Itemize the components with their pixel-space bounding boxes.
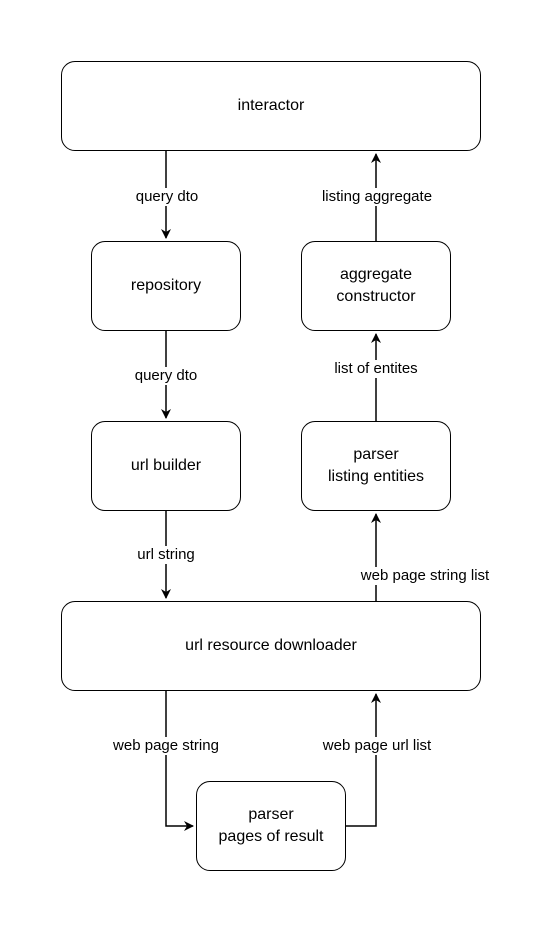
edge-label-downloader-to-parser-listing: web page string list <box>357 567 493 585</box>
node-parser-pages-of-result[interactable]: parser pages of result <box>196 781 346 871</box>
edge-downloader-to-parser-pages <box>165 691 194 831</box>
node-aggregate-constructor-label: aggregate constructor <box>336 266 416 305</box>
edge-label-interactor-to-repository: query dto <box>132 188 202 206</box>
node-parser-listing-entities-label: parser listing entities <box>327 446 425 485</box>
edge-label-parser-listing-to-aggregate: list of entites <box>331 360 421 378</box>
node-url-builder-label: url builder <box>130 457 202 474</box>
edge-label-downloader-to-parser-pages: web page string <box>110 737 222 755</box>
node-aggregate-constructor[interactable]: aggregate constructor <box>301 241 451 331</box>
node-parser-listing-entities[interactable]: parser listing entities <box>301 421 451 511</box>
node-parser-pages-of-result-label: parser pages of result <box>218 806 324 845</box>
edge-label-url-builder-to-downloader: url string <box>134 546 198 564</box>
node-url-builder[interactable]: url builder <box>91 421 241 511</box>
node-interactor-label: interactor <box>237 97 305 114</box>
node-repository[interactable]: repository <box>91 241 241 331</box>
edge-label-aggregate-to-interactor: listing aggregate <box>318 188 436 206</box>
edge-label-repository-to-url-builder: query dto <box>131 367 201 385</box>
node-interactor[interactable]: interactor <box>61 61 481 151</box>
node-url-resource-downloader-label: url resource downloader <box>185 637 357 654</box>
node-url-resource-downloader[interactable]: url resource downloader <box>61 601 481 691</box>
edge-label-parser-pages-to-downloader: web page url list <box>319 737 435 755</box>
edge-parser-pages-to-downloader <box>346 693 381 827</box>
node-repository-label: repository <box>130 277 202 294</box>
